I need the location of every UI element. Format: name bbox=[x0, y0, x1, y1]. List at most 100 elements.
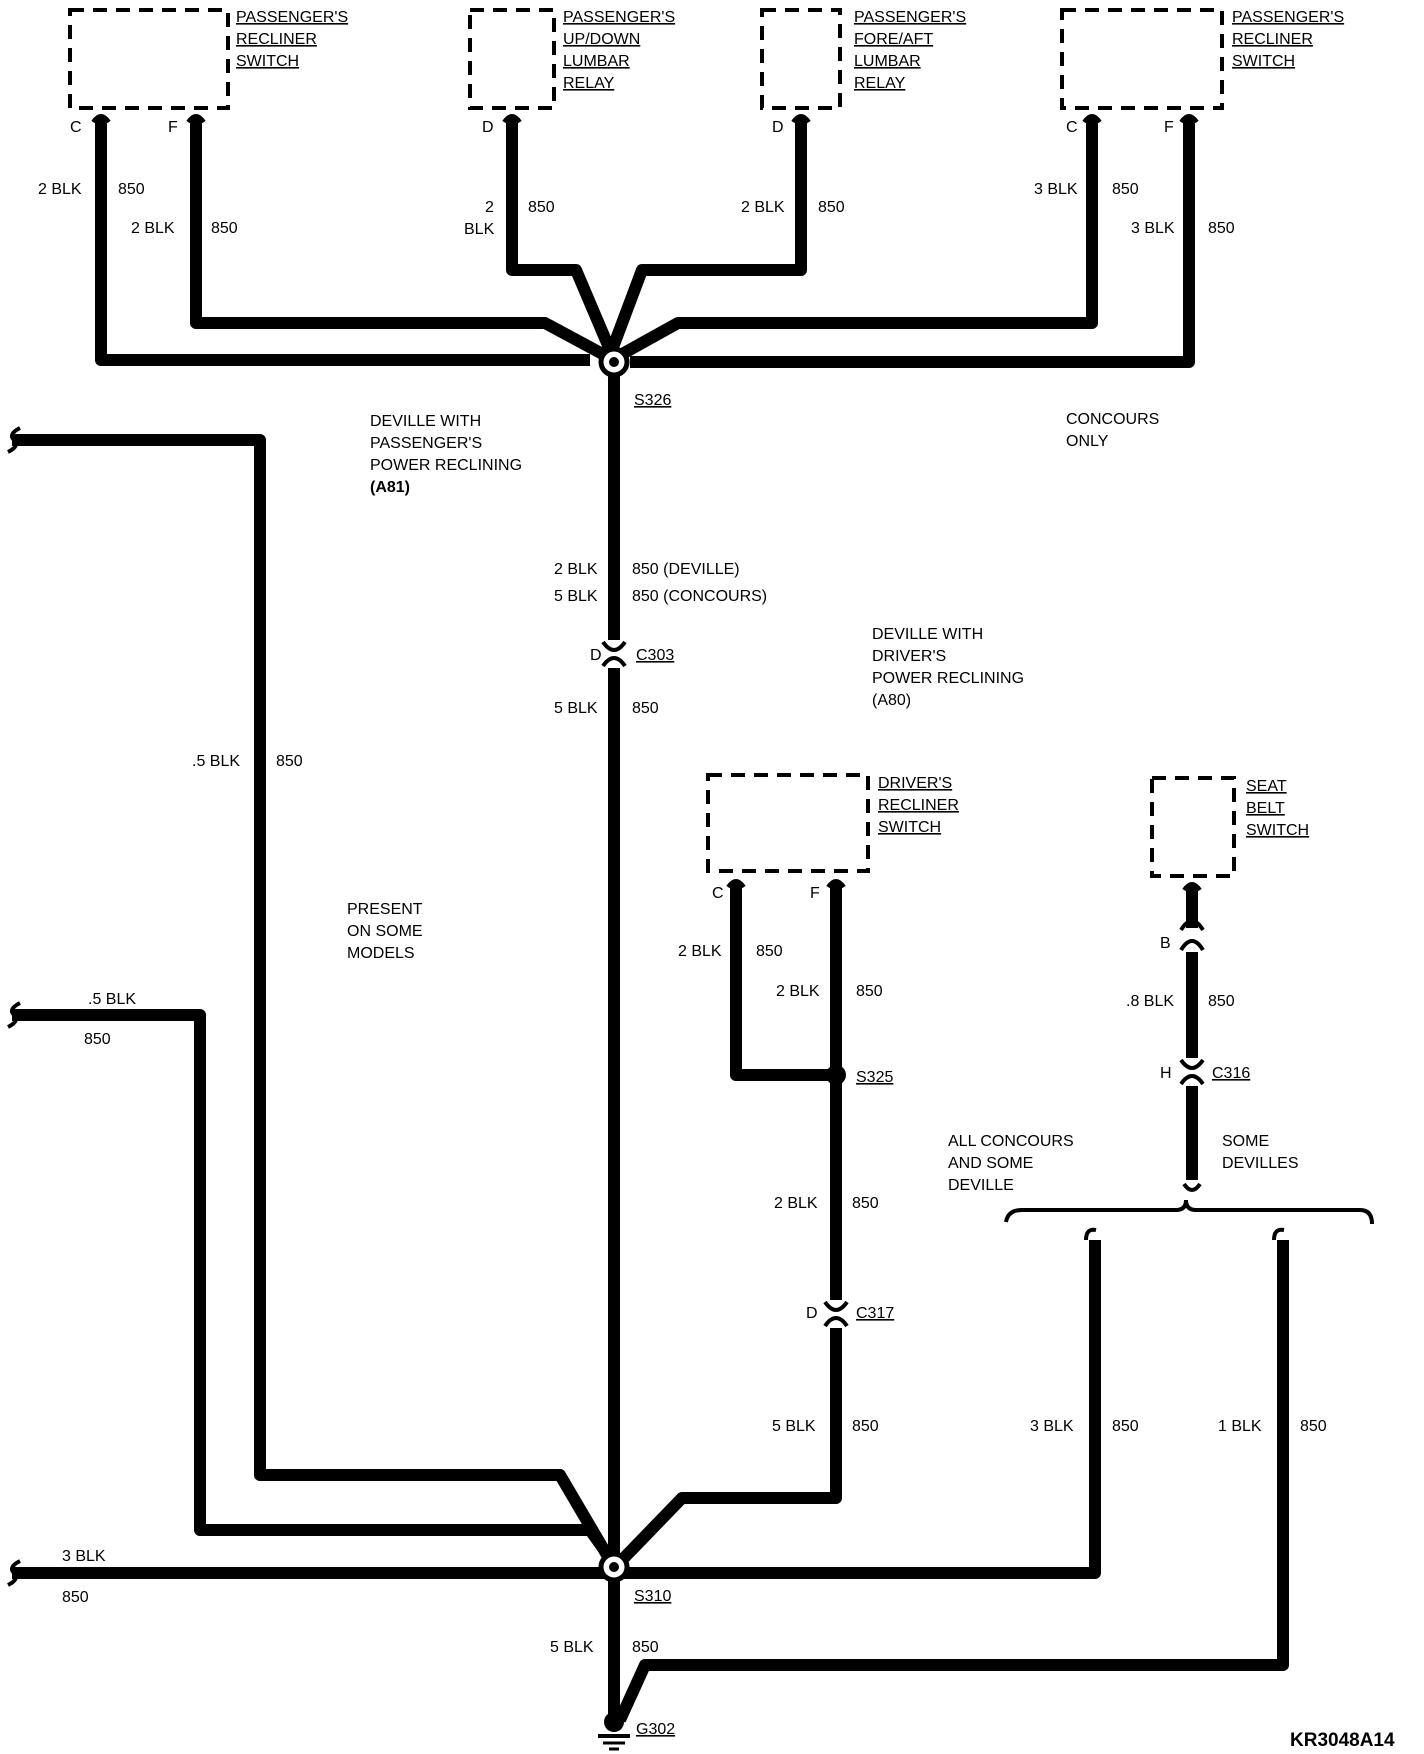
driver-wire-labels: 2 BLK 850 2 BLK 850 S325 2 BLK 850 C317 … bbox=[678, 943, 894, 1435]
svg-text:850: 850 bbox=[632, 700, 659, 717]
svg-text:S326: S326 bbox=[634, 392, 671, 409]
svg-text:3 BLK: 3 BLK bbox=[1131, 220, 1175, 237]
svg-text:3 BLK: 3 BLK bbox=[1030, 1418, 1074, 1435]
svg-text:2 BLK: 2 BLK bbox=[131, 220, 175, 237]
svg-text:RELAY: RELAY bbox=[854, 75, 906, 92]
svg-text:DEVILLE WITH: DEVILLE WITH bbox=[370, 413, 481, 430]
svg-text:850: 850 bbox=[84, 1031, 111, 1048]
note-deville-driver: DEVILLE WITH DRIVER'S POWER RECLINING (A… bbox=[872, 626, 1024, 709]
svg-text:850: 850 bbox=[756, 943, 783, 960]
svg-text:SOME: SOME bbox=[1222, 1133, 1269, 1150]
note-some-devilles: SOME DEVILLES bbox=[1222, 1133, 1298, 1172]
label-passenger-recliner-switch-right: PASSENGER'S RECLINER SWITCH bbox=[1232, 9, 1344, 70]
svg-text:850: 850 bbox=[528, 199, 555, 216]
svg-text:G302: G302 bbox=[636, 1721, 675, 1738]
svg-text:2 BLK: 2 BLK bbox=[774, 1195, 818, 1212]
wire-labels-top: 2 BLK 850 2 BLK 850 2 BLK 850 2 BLK 850 … bbox=[38, 181, 1235, 238]
passenger-foreaft-lumbar-relay-box bbox=[760, 8, 842, 110]
svg-text:ONLY: ONLY bbox=[1066, 433, 1109, 450]
svg-text:850: 850 bbox=[211, 220, 238, 237]
svg-text:F: F bbox=[168, 119, 178, 136]
svg-text:RECLINER: RECLINER bbox=[878, 797, 959, 814]
label-passenger-foreaft-lumbar-relay: PASSENGER'S FORE/AFT LUMBAR RELAY bbox=[854, 9, 966, 92]
svg-text:.8 BLK: .8 BLK bbox=[1126, 993, 1174, 1010]
seat-belt-switch-box bbox=[1150, 776, 1236, 878]
svg-text:LUMBAR: LUMBAR bbox=[563, 53, 630, 70]
svg-text:FORE/AFT: FORE/AFT bbox=[854, 31, 933, 48]
svg-text:SWITCH: SWITCH bbox=[878, 819, 941, 836]
svg-text:3 BLK: 3 BLK bbox=[1034, 181, 1078, 198]
diagram-code: KR3048A14 bbox=[1290, 1730, 1395, 1751]
option-bracket bbox=[1004, 1199, 1374, 1225]
svg-text:MODELS: MODELS bbox=[347, 945, 415, 962]
svg-text:POWER RECLINING: POWER RECLINING bbox=[872, 670, 1024, 687]
label-driver-recliner-switch: DRIVER'S RECLINER SWITCH bbox=[878, 775, 959, 836]
svg-text:LUMBAR: LUMBAR bbox=[854, 53, 921, 70]
svg-text:850: 850 bbox=[1300, 1418, 1327, 1435]
svg-text:PRESENT: PRESENT bbox=[347, 901, 423, 918]
label-passenger-updown-lumbar-relay: PASSENGER'S UP/DOWN LUMBAR RELAY bbox=[563, 9, 675, 92]
svg-text:850 (DEVILLE): 850 (DEVILLE) bbox=[632, 561, 740, 578]
svg-text:C303: C303 bbox=[636, 647, 674, 664]
svg-text:850: 850 bbox=[1208, 993, 1235, 1010]
terminal-symbols bbox=[7, 114, 1205, 1587]
svg-text:UP/DOWN: UP/DOWN bbox=[563, 31, 640, 48]
svg-text:CONCOURS: CONCOURS bbox=[1066, 411, 1159, 428]
svg-text:DEVILLE WITH: DEVILLE WITH bbox=[872, 626, 983, 643]
svg-text:5 BLK: 5 BLK bbox=[550, 1639, 594, 1656]
svg-text:BELT: BELT bbox=[1246, 800, 1285, 817]
svg-text:POWER RECLINING: POWER RECLINING bbox=[370, 457, 522, 474]
svg-text:2 BLK: 2 BLK bbox=[678, 943, 722, 960]
svg-text:C: C bbox=[70, 119, 82, 136]
svg-text:DEVILLE: DEVILLE bbox=[948, 1177, 1014, 1194]
bracket-tap-right bbox=[1272, 1227, 1285, 1241]
svg-text:C: C bbox=[712, 885, 724, 902]
seat-belt-wire-labels: .8 BLK 850 C316 3 BLK 850 1 BLK 850 bbox=[1030, 993, 1327, 1435]
passenger-recliner-switch-right-box bbox=[1060, 8, 1224, 110]
svg-text:ON SOME: ON SOME bbox=[347, 923, 423, 940]
label-passenger-recliner-switch-left: PASSENGER'S RECLINER SWITCH bbox=[236, 9, 348, 70]
svg-text:ALL CONCOURS: ALL CONCOURS bbox=[948, 1133, 1074, 1150]
svg-text:D: D bbox=[590, 647, 602, 664]
svg-text:DRIVER'S: DRIVER'S bbox=[872, 648, 946, 665]
svg-text:850: 850 bbox=[62, 1589, 89, 1606]
svg-text:SEAT: SEAT bbox=[1246, 778, 1287, 795]
svg-text:D: D bbox=[772, 119, 784, 136]
svg-text:2 BLK: 2 BLK bbox=[776, 983, 820, 1000]
svg-text:850: 850 bbox=[632, 1639, 659, 1656]
svg-text:AND SOME: AND SOME bbox=[948, 1155, 1033, 1172]
svg-text:850: 850 bbox=[118, 181, 145, 198]
svg-text:5 BLK: 5 BLK bbox=[772, 1418, 816, 1435]
bottom-labels: S310 5 BLK 850 G302 bbox=[550, 1588, 675, 1738]
svg-text:PASSENGER'S: PASSENGER'S bbox=[854, 9, 966, 26]
svg-text:850: 850 bbox=[1112, 1418, 1139, 1435]
svg-text:850: 850 bbox=[856, 983, 883, 1000]
svg-text:RELAY: RELAY bbox=[563, 75, 615, 92]
pin-labels: C F D D C F C F D D B H bbox=[70, 119, 1174, 1322]
svg-text:RECLINER: RECLINER bbox=[1232, 31, 1313, 48]
svg-text:850: 850 bbox=[1208, 220, 1235, 237]
svg-text:3 BLK: 3 BLK bbox=[62, 1548, 106, 1565]
left-feed-labels: .5 BLK 850 .5 BLK 850 3 BLK 850 bbox=[62, 753, 303, 1606]
note-present-some-models: PRESENT ON SOME MODELS bbox=[347, 901, 423, 962]
splice-s325 bbox=[826, 1065, 846, 1085]
note-deville-passenger: DEVILLE WITH PASSENGER'S POWER RECLINING… bbox=[370, 413, 522, 496]
svg-text:850: 850 bbox=[852, 1418, 879, 1435]
svg-text:SWITCH: SWITCH bbox=[1232, 53, 1295, 70]
svg-text:D: D bbox=[806, 1305, 818, 1322]
svg-text:850: 850 bbox=[818, 199, 845, 216]
svg-text:PASSENGER'S: PASSENGER'S bbox=[1232, 9, 1344, 26]
wires bbox=[12, 118, 1289, 1723]
svg-text:B: B bbox=[1160, 935, 1171, 952]
svg-text:2: 2 bbox=[485, 199, 494, 216]
svg-text:2 BLK: 2 BLK bbox=[554, 561, 598, 578]
svg-text:RECLINER: RECLINER bbox=[236, 31, 317, 48]
svg-text:(A81): (A81) bbox=[370, 479, 410, 496]
svg-text:C317: C317 bbox=[856, 1305, 894, 1322]
passenger-updown-lumbar-relay-box bbox=[468, 8, 556, 110]
svg-text:2 BLK: 2 BLK bbox=[741, 199, 785, 216]
svg-text:850: 850 bbox=[1112, 181, 1139, 198]
svg-text:850: 850 bbox=[852, 1195, 879, 1212]
note-concours-only: CONCOURS ONLY bbox=[1066, 411, 1159, 450]
